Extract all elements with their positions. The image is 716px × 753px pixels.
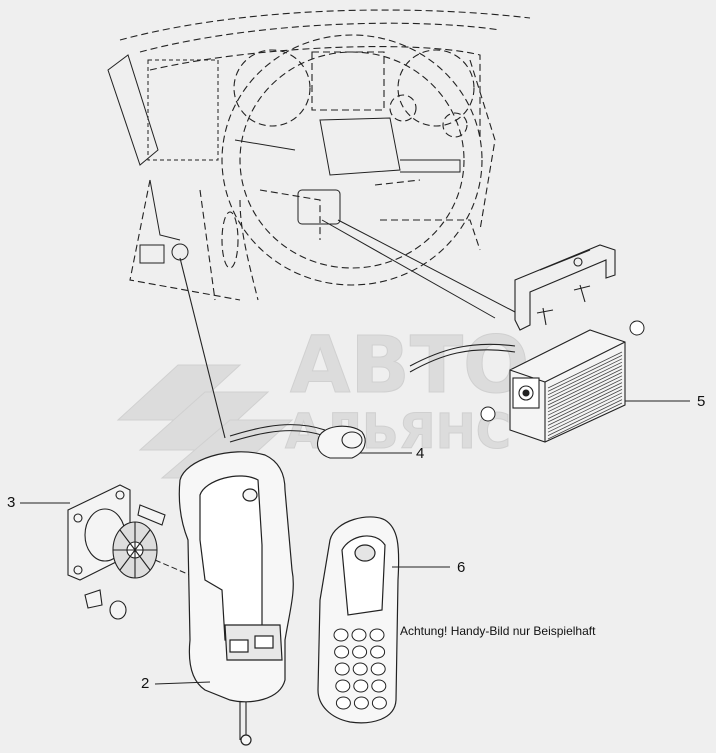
box-rib (547, 355, 623, 392)
box-rib (547, 392, 623, 430)
box-rib (547, 372, 623, 409)
box-knobs (480, 320, 645, 422)
phone-holder (178, 451, 294, 746)
dash-switch-panel (107, 54, 461, 264)
watermark-line2: АЛЬЯНС (285, 404, 511, 460)
callout-3: 3 (7, 494, 16, 511)
keypad-key (333, 628, 349, 642)
disclaimer-note: Achtung! Handy-Bild nur Beispielhaft (400, 624, 596, 638)
callout-5: 5 (697, 393, 706, 410)
box-rib (547, 385, 623, 423)
box-rib (547, 365, 623, 402)
keypad-key (371, 679, 387, 693)
box-rib (547, 351, 623, 389)
leader-lines (20, 219, 690, 685)
box-rib (547, 399, 623, 436)
electronic-box (509, 329, 626, 443)
keypad-key (352, 645, 368, 659)
axis-line (154, 559, 191, 576)
box-rib (547, 389, 623, 426)
callout-4: 4 (416, 445, 425, 462)
keypad-key (353, 696, 369, 710)
cables (179, 257, 516, 740)
phone-keypad (333, 628, 387, 710)
box-rib (547, 361, 623, 399)
keypad-key (351, 628, 367, 642)
box-rib (547, 378, 623, 416)
keypad-key (352, 662, 368, 676)
box-ribs (547, 351, 623, 440)
keypad-key (353, 679, 369, 693)
callout-6: 6 (457, 559, 466, 576)
box-rib (547, 382, 623, 419)
keypad-key (370, 662, 386, 676)
box-rib (547, 395, 623, 433)
watermark-line1: АВТО (290, 321, 529, 411)
keypad-key (335, 696, 351, 710)
callout-2: 2 (141, 675, 150, 692)
keypad-key (335, 679, 351, 693)
box-rib (547, 368, 623, 406)
dashboard-outline (119, 9, 531, 301)
box-rib (547, 402, 623, 440)
keypad-key (370, 645, 386, 659)
mounting-bracket (514, 244, 616, 331)
box-rib (547, 375, 623, 413)
keypad-key (334, 645, 350, 659)
box-rib (547, 358, 623, 396)
microphone (316, 425, 366, 459)
keypad-key (371, 696, 387, 710)
keypad-key (334, 662, 350, 676)
keypad-key (369, 628, 385, 642)
base-mount (67, 484, 166, 620)
